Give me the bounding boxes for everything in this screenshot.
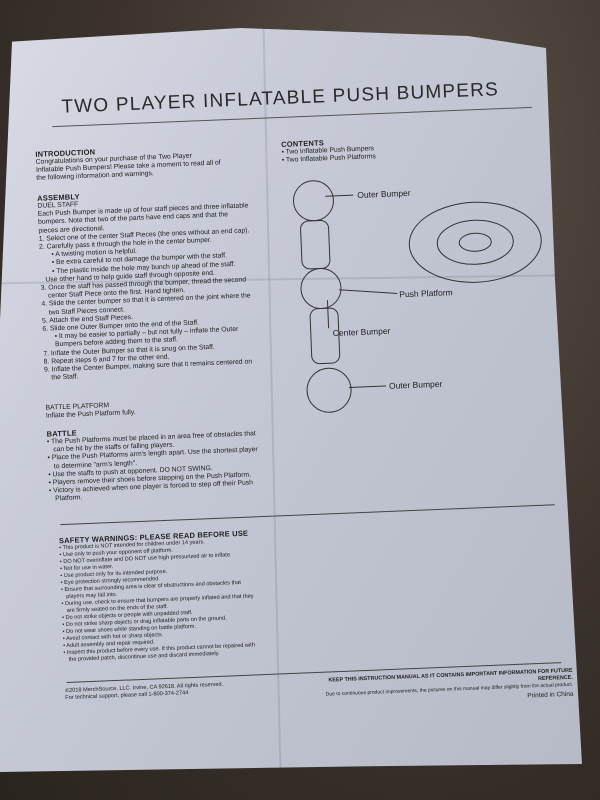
leader-line-platform	[339, 289, 398, 294]
section-divider	[60, 504, 555, 526]
center-bumper-shape	[300, 267, 342, 309]
battle-section: BATTLE • The Push Platforms must be plac…	[46, 419, 309, 504]
label-center-bumper: Center Bumper	[333, 326, 391, 338]
footer-right: KEEP THIS INSTRUCTION MANUAL AS IT CONTA…	[293, 668, 574, 709]
staff-piece-bottom	[309, 307, 341, 365]
contents-section: CONTENTS • Two Inflatable Push Bumpers •…	[281, 132, 482, 165]
label-push-platform: Push Platform	[399, 287, 453, 299]
assembly-section: ASSEMBLY DUEL STAFF Each Push Bumper is …	[37, 183, 314, 383]
sheet-content: TWO PLAYER INFLATABLE PUSH BUMPERS INTRO…	[30, 49, 577, 759]
page-title: TWO PLAYER INFLATABLE PUSH BUMPERS	[61, 79, 500, 118]
safety-section: SAFETY WARNINGS: PLEASE READ BEFORE USE …	[59, 524, 364, 664]
footer-left: ©2018 MerchSource, LLC. Irvine, CA 92618…	[65, 679, 285, 702]
push-bumper-diagram: Outer Bumper Push Platform Center Bumper…	[292, 180, 542, 413]
push-platform-outer	[408, 201, 542, 283]
staff-piece-top	[300, 219, 331, 270]
outer-bumper-bottom-shape	[306, 367, 352, 413]
push-platform-middle	[436, 219, 514, 265]
label-outer-bumper-bottom: Outer Bumper	[389, 379, 443, 391]
intro-section: INTRODUCTION Congratulations on your pur…	[35, 140, 276, 183]
outer-bumper-top-shape	[292, 180, 334, 222]
label-outer-bumper-top: Outer Bumper	[357, 188, 411, 200]
battle-platform-section: BATTLE PLATFORM Inflate the Push Platfor…	[45, 395, 285, 421]
leader-line-outer-top	[325, 194, 354, 197]
leader-line-center	[326, 300, 330, 329]
push-platform-inner	[458, 232, 492, 252]
leader-line-outer-bottom	[348, 385, 386, 388]
